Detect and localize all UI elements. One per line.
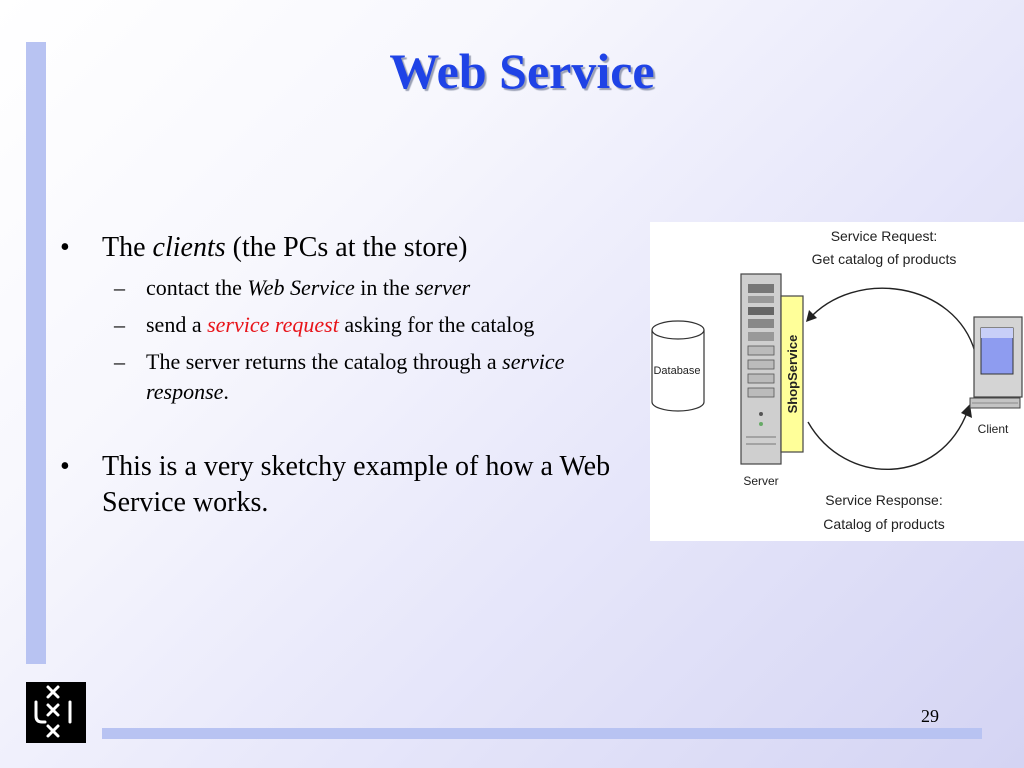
sub-bullet-marker: – (114, 349, 125, 374)
left-accent-bar (26, 42, 46, 664)
shop-service-box (780, 295, 804, 453)
bullet-marker: • (60, 232, 70, 263)
sub-bullet-marker: – (114, 312, 125, 337)
bullet-list: • The clients (the PCs at the store) – c… (60, 230, 660, 521)
sub-bullet-contact: – contact the Web Service in the server (60, 273, 660, 303)
web-service-diagram: Service Request: Get catalog of products… (650, 222, 1024, 541)
client-computer-icon (969, 316, 1023, 409)
request-label-line2: Get catalog of products (812, 251, 957, 267)
database-label: Database (653, 365, 700, 377)
page-number: 29 (921, 706, 939, 726)
sub-bullet-response: – The server returns the catalog through… (114, 349, 565, 404)
bullet-sketchy-example: • This is a very sketchy example of how … (60, 451, 611, 518)
response-arrow (807, 409, 969, 470)
request-arrowhead (806, 310, 817, 322)
request-arrow (807, 287, 976, 353)
shop-service-label: ShopService (785, 335, 800, 414)
slide-title: Web Service (389, 43, 655, 99)
sub-bullet-marker: – (114, 275, 125, 300)
response-label-line1: Service Response: (825, 492, 943, 508)
request-label-line1: Service Request: (831, 228, 938, 244)
sub-bullet-request: – send a service request asking for the … (60, 310, 660, 340)
database-icon (651, 320, 705, 412)
bottom-accent-bar (102, 728, 982, 739)
response-arrowhead (961, 404, 972, 418)
server-label: Server (743, 474, 778, 488)
bullet-clients: • The clients (the PCs at the store) (60, 230, 660, 266)
client-label: Client (978, 422, 1009, 436)
response-label-line2: Catalog of products (823, 516, 944, 532)
bullet-marker: • (60, 451, 70, 482)
server-icon (740, 273, 782, 465)
university-logo (26, 682, 86, 743)
